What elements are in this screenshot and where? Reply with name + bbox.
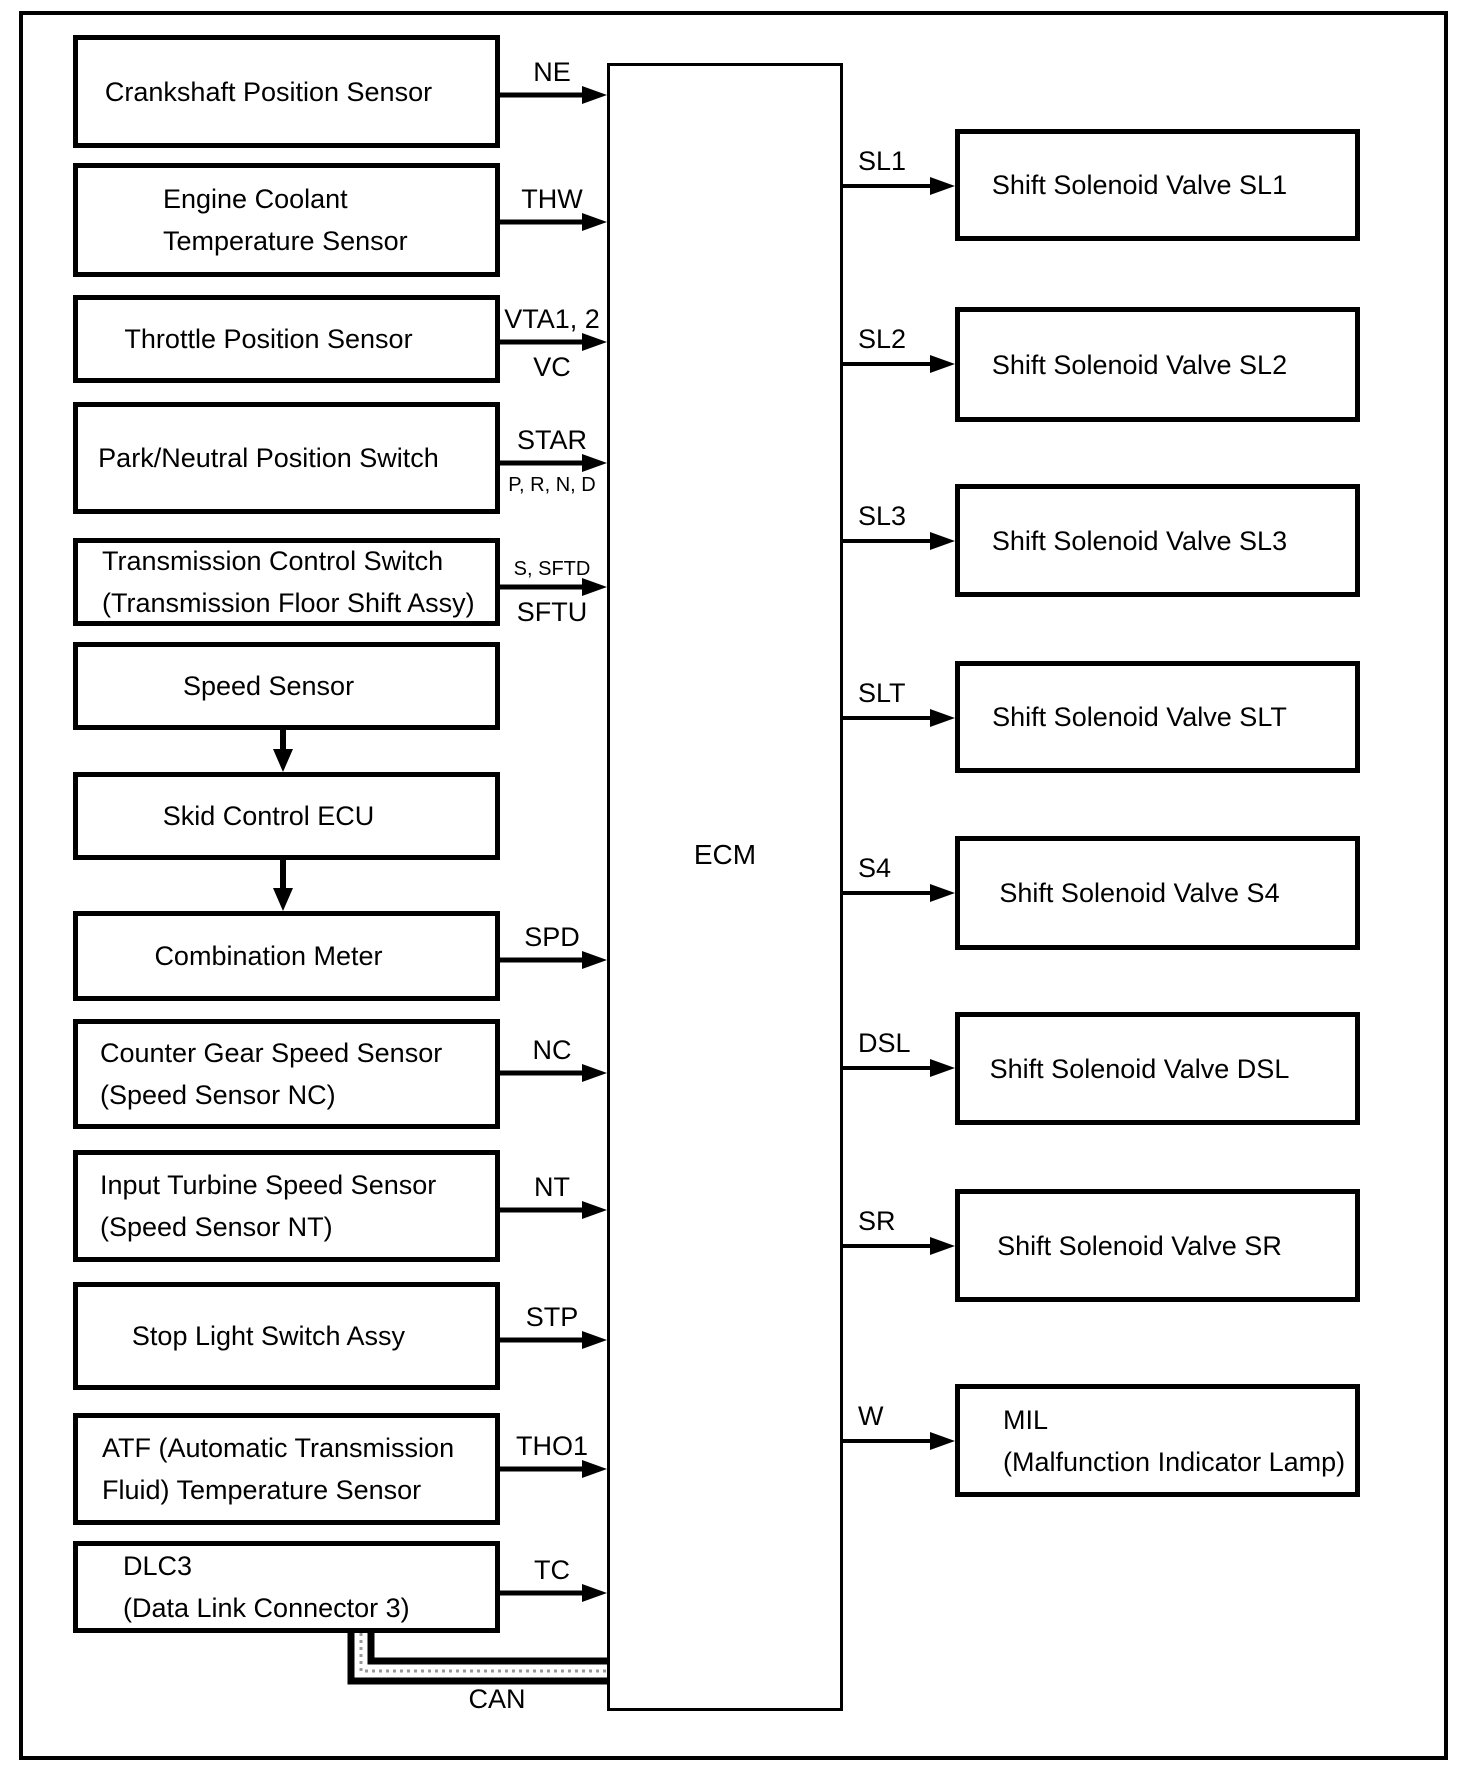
- ecm-label: ECM: [693, 839, 757, 870]
- dlc3-box-label: (Data Link Connector 3): [123, 1593, 410, 1623]
- chain-arrowhead-0: [273, 749, 293, 772]
- shift-solenoid-valve-sr-box: Shift Solenoid Valve SR: [955, 1189, 1360, 1302]
- w-signal-label: W: [858, 1401, 884, 1431]
- s4-signal-label: S4: [858, 853, 892, 883]
- transmission-control-switch-box-label: (Transmission Floor Shift Assy): [102, 588, 475, 618]
- sl2-arrowhead: [930, 355, 955, 373]
- mil-box: MIL (Malfunction Indicator Lamp): [955, 1384, 1360, 1497]
- shift-solenoid-valve-slt-box-label: Shift Solenoid Valve SLT: [992, 702, 1287, 732]
- combination-meter-box: Combination Meter: [73, 911, 500, 1001]
- star-arrowhead: [582, 454, 607, 472]
- shift-solenoid-valve-sl2-box-label: Shift Solenoid Valve SL2: [991, 349, 1288, 380]
- shift-solenoid-valve-s4-box: Shift Solenoid Valve S4: [955, 836, 1360, 950]
- speed-sensor-box: Speed Sensor: [73, 642, 500, 730]
- dlc3-box: DLC3 (Data Link Connector 3): [73, 1541, 500, 1633]
- sft-signal-sublabel: SFTU: [516, 597, 588, 627]
- transmission-control-switch-box-label: Transmission Control Switch: [102, 546, 444, 576]
- engine-coolant-temperature-sensor-box-label: Temperature Sensor: [163, 226, 408, 256]
- park-neutral-position-switch-box: Park/Neutral Position Switch: [73, 402, 500, 514]
- diagram-border: [19, 11, 1448, 1760]
- shift-solenoid-valve-dsl-box-label: Shift Solenoid Valve DSL: [989, 1053, 1290, 1084]
- transmission-control-switch-box: Transmission Control Switch (Transmission…: [73, 538, 500, 626]
- nc-arrowhead: [582, 1064, 607, 1082]
- crankshaft-position-sensor-box-label: Crankshaft Position Sensor: [104, 76, 433, 107]
- can-bus-core: [359, 1633, 607, 1673]
- shift-solenoid-valve-sr-box-label: Shift Solenoid Valve SR: [997, 1230, 1282, 1261]
- vta-signal-label: VTA1, 2: [504, 304, 600, 334]
- mil-box-label: (Malfunction Indicator Lamp): [1003, 1446, 1346, 1477]
- thw-arrowhead: [582, 213, 607, 231]
- shift-solenoid-valve-sl1-box-label: Shift Solenoid Valve SL1: [991, 170, 1288, 200]
- skid-control-ecu-box: Skid Control ECU: [73, 772, 500, 860]
- dsl-arrowhead: [930, 1059, 955, 1077]
- s4-arrowhead: [930, 884, 955, 902]
- chain-arrowhead-1: [273, 888, 293, 911]
- atf-temperature-sensor-box-label: ATF (Automatic Transmission: [102, 1433, 455, 1463]
- input-turbine-speed-sensor-box-label: (Speed Sensor NT): [100, 1212, 333, 1242]
- ecm-box: ECM: [607, 63, 843, 1711]
- tc-signal-label: TC: [534, 1555, 570, 1585]
- dsl-signal-label: DSL: [858, 1028, 911, 1058]
- combination-meter-box-label: Combination Meter: [154, 941, 383, 971]
- sr-arrowhead: [930, 1237, 955, 1255]
- thw-signal-label: THW: [521, 184, 583, 214]
- throttle-position-sensor-box: Throttle Position Sensor: [73, 295, 500, 383]
- tho1-signal-label: THO1: [515, 1431, 588, 1461]
- stop-light-switch-assy-box: Stop Light Switch Assy: [73, 1282, 500, 1390]
- counter-gear-speed-sensor-box-label: Counter Gear Speed Sensor: [100, 1038, 443, 1068]
- counter-gear-speed-sensor-box-label: (Speed Sensor NC): [100, 1080, 336, 1110]
- stp-arrowhead: [582, 1331, 607, 1349]
- shift-solenoid-valve-sl2-box: Shift Solenoid Valve SL2: [955, 307, 1360, 422]
- sft-signal-label: S, SFTD: [513, 558, 591, 580]
- atf-temperature-sensor-box-label: Fluid) Temperature Sensor: [102, 1475, 422, 1505]
- spd-arrowhead: [582, 951, 607, 969]
- star-signal-label: STAR: [516, 425, 587, 455]
- slt-arrowhead: [930, 709, 955, 727]
- ne-arrowhead: [582, 86, 607, 104]
- w-arrowhead: [930, 1432, 955, 1450]
- nt-signal-label: NT: [534, 1172, 570, 1202]
- tho1-arrowhead: [582, 1460, 607, 1478]
- shift-solenoid-valve-sl1-box: Shift Solenoid Valve SL1: [955, 129, 1360, 241]
- speed-sensor-box-label: Speed Sensor: [182, 671, 355, 701]
- sl3-arrowhead: [930, 532, 955, 550]
- sl3-signal-label: SL3: [858, 501, 907, 531]
- sr-signal-label: SR: [858, 1206, 896, 1236]
- vta-arrowhead: [582, 333, 607, 351]
- nt-arrowhead: [582, 1201, 607, 1219]
- star-signal-sublabel: P, R, N, D: [508, 474, 596, 496]
- throttle-position-sensor-box-label: Throttle Position Sensor: [124, 324, 413, 354]
- mil-box-label: MIL: [1003, 1404, 1049, 1435]
- dlc3-box-label: DLC3: [123, 1551, 193, 1581]
- engine-coolant-temperature-sensor-box-label: Engine Coolant: [163, 184, 348, 214]
- stp-signal-label: STP: [525, 1302, 579, 1332]
- input-turbine-speed-sensor-box: Input Turbine Speed Sensor (Speed Sensor …: [73, 1150, 500, 1262]
- skid-control-ecu-box-label: Skid Control ECU: [162, 801, 375, 831]
- tc-arrowhead: [582, 1584, 607, 1602]
- input-turbine-speed-sensor-box-label: Input Turbine Speed Sensor: [100, 1170, 437, 1200]
- nc-signal-label: NC: [532, 1035, 572, 1065]
- shift-solenoid-valve-sl3-box: Shift Solenoid Valve SL3: [955, 484, 1360, 597]
- shift-solenoid-valve-dsl-box: Shift Solenoid Valve DSL: [955, 1012, 1360, 1125]
- stop-light-switch-assy-box-label: Stop Light Switch Assy: [131, 1321, 406, 1351]
- ne-signal-label: NE: [533, 57, 571, 87]
- sl1-signal-label: SL1: [858, 146, 907, 176]
- sl2-signal-label: SL2: [858, 324, 907, 354]
- shift-solenoid-valve-sl3-box-label: Shift Solenoid Valve SL3: [991, 525, 1288, 556]
- shift-solenoid-valve-s4-box-label: Shift Solenoid Valve S4: [999, 878, 1280, 908]
- vta-signal-sublabel: VC: [533, 352, 571, 382]
- shift-solenoid-valve-slt-box: Shift Solenoid Valve SLT: [955, 661, 1360, 773]
- park-neutral-position-switch-box-label: Park/Neutral Position Switch: [98, 443, 439, 473]
- sl1-arrowhead: [930, 177, 955, 195]
- can-bus-label: CAN: [468, 1684, 526, 1714]
- sft-arrowhead: [582, 578, 607, 596]
- crankshaft-position-sensor-box: Crankshaft Position Sensor: [73, 35, 500, 148]
- slt-signal-label: SLT: [858, 678, 906, 708]
- spd-signal-label: SPD: [524, 922, 580, 952]
- counter-gear-speed-sensor-box: Counter Gear Speed Sensor (Speed Sensor N…: [73, 1019, 500, 1129]
